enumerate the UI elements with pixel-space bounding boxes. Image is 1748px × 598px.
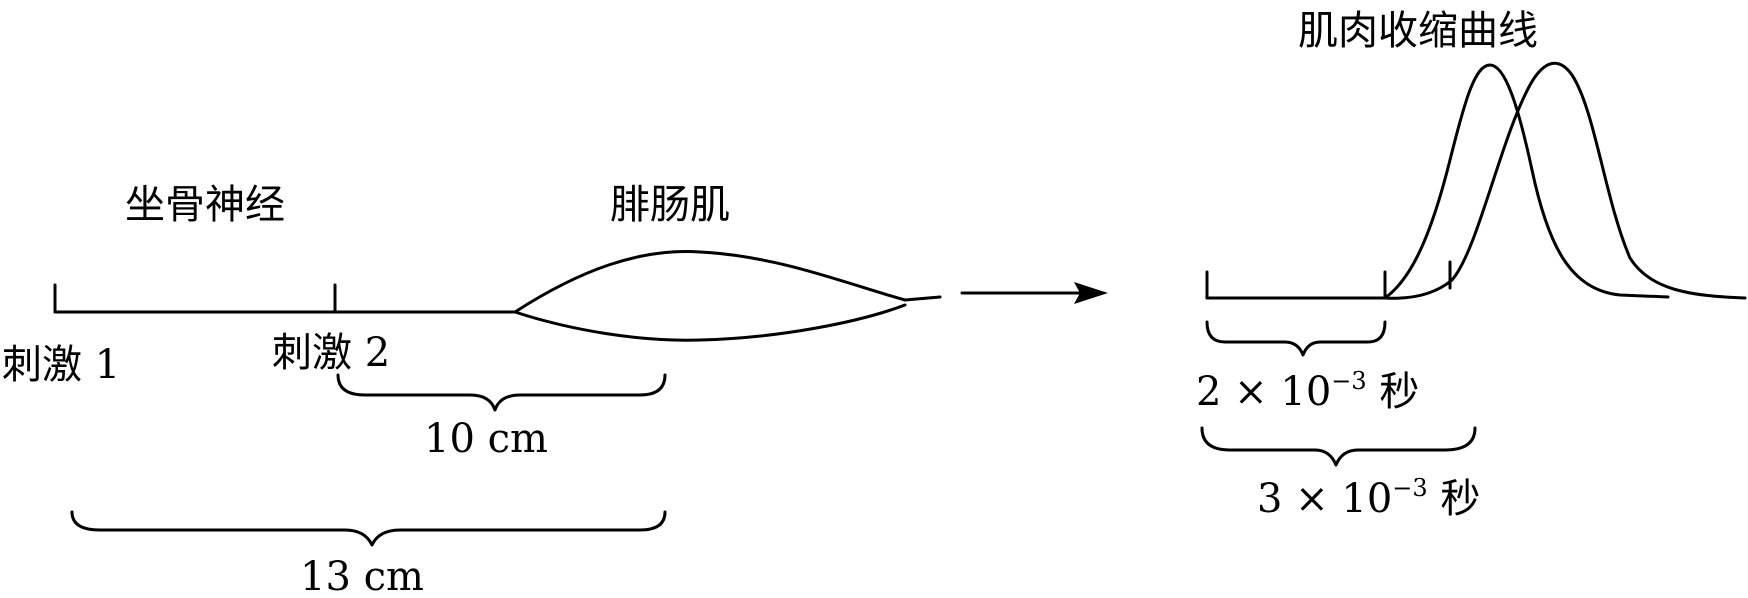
distance-13cm-label: 13 cm (300, 554, 424, 598)
time-2ms-unit: 秒 (1367, 369, 1420, 415)
gastrocnemius-muscle-shape (513, 250, 942, 342)
stimulus-2-label: 刺激 2 (272, 330, 390, 376)
curve-title: 肌肉收缩曲线 (1298, 8, 1538, 54)
distance-10cm-label: 10 cm (424, 416, 548, 462)
distance-13cm-brace (70, 510, 667, 547)
time-2ms-label: 2 × 10−3 秒 (1196, 367, 1419, 415)
distance-10cm-brace (336, 373, 667, 412)
time-3ms-label: 3 × 10−3 秒 (1257, 474, 1480, 522)
contraction-curve-stimulus-2 (1383, 63, 1670, 300)
nerve-label: 坐骨神经 (125, 182, 285, 228)
time-3ms-brace (1200, 426, 1477, 467)
time-2ms-mantissa: 2 × 10 (1196, 369, 1331, 415)
time-2ms-brace (1205, 320, 1387, 357)
arrow-head-icon (1074, 282, 1108, 304)
time-3ms-mantissa: 3 × 10 (1257, 476, 1392, 522)
time-3ms-exponent: −3 (1392, 474, 1427, 502)
contraction-curve-stimulus-1 (1383, 61, 1747, 300)
time-3ms-unit: 秒 (1428, 476, 1481, 522)
time-2ms-exponent: −3 (1331, 367, 1366, 395)
muscle-label: 腓肠肌 (610, 182, 730, 228)
stimulus-1-label: 刺激 1 (2, 342, 120, 388)
